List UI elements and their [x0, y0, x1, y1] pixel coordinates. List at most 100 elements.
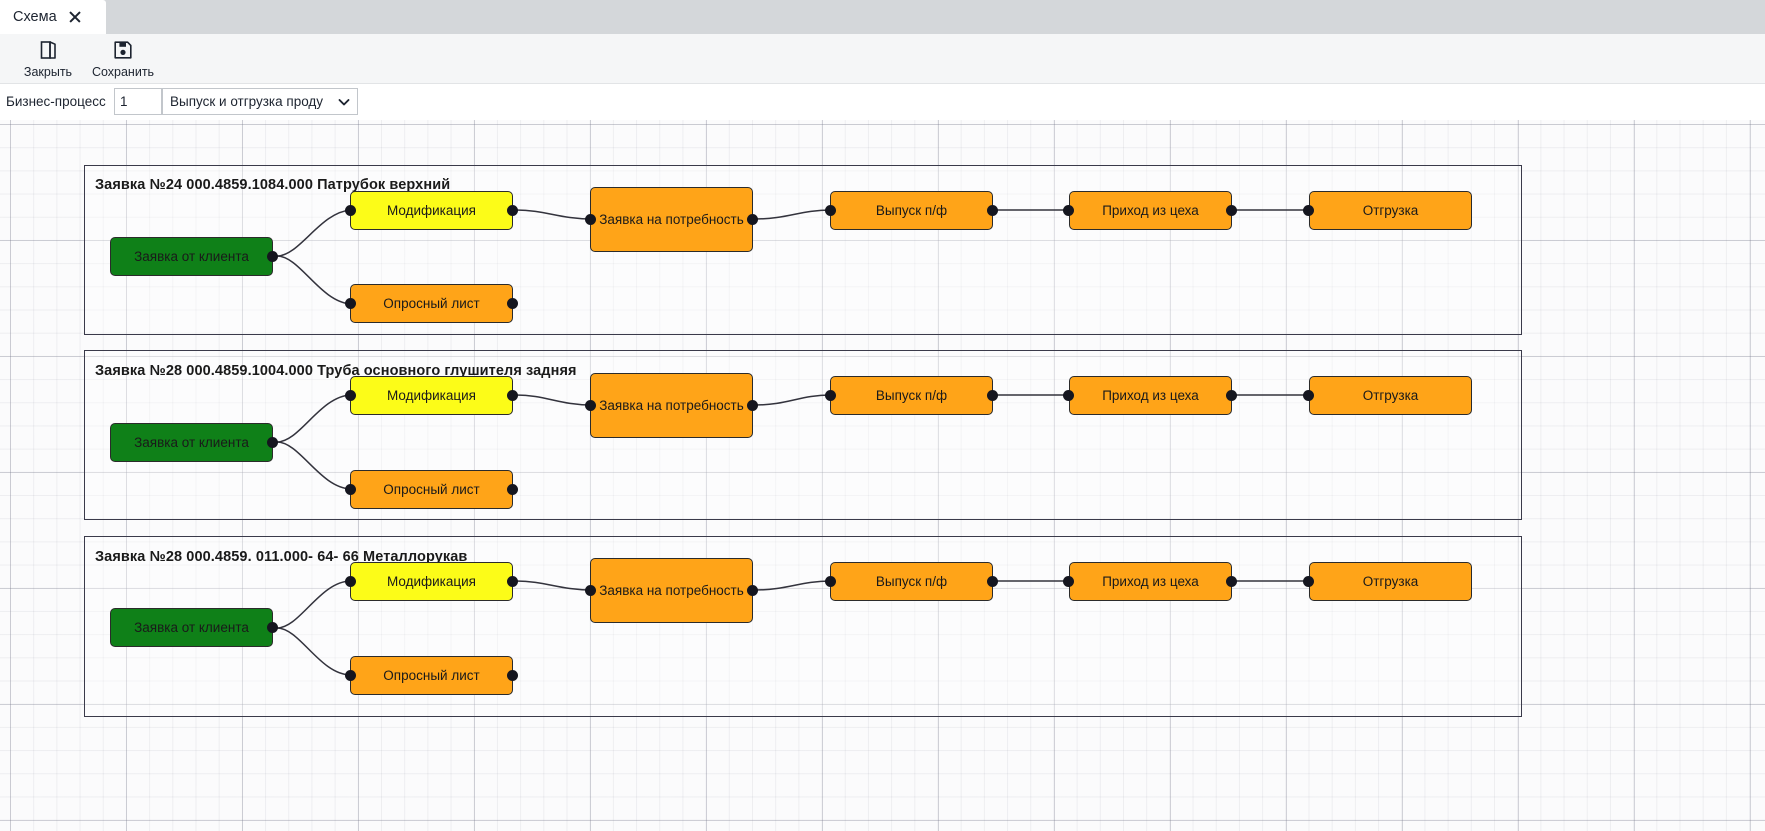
node-label: Модификация — [387, 388, 476, 403]
node-label: Выпуск п/ф — [875, 574, 948, 589]
node-label: Заявка на потребность — [599, 583, 744, 598]
node-port-left[interactable] — [1303, 390, 1314, 401]
node-label: Заявка на потребность — [599, 398, 744, 413]
node-port-right[interactable] — [507, 205, 518, 216]
node-label: Заявка от клиента — [134, 435, 249, 450]
node-port-left[interactable] — [585, 400, 596, 411]
node-label: Опросный лист — [383, 668, 480, 683]
node-otgruzka[interactable]: Отгрузка — [1309, 562, 1472, 601]
process-group[interactable] — [84, 350, 1522, 520]
close-button-label: Закрыть — [23, 65, 73, 79]
node-port-left[interactable] — [345, 390, 356, 401]
node-port-right[interactable] — [507, 670, 518, 681]
floppy-disk-save-icon — [112, 37, 134, 63]
exit-door-icon — [37, 37, 59, 63]
node-port-left[interactable] — [585, 585, 596, 596]
node-port-right[interactable] — [987, 390, 998, 401]
node-vypusk-pf[interactable]: Выпуск п/ф — [830, 376, 993, 415]
node-prihod-iz-ceha[interactable]: Приход из цеха — [1069, 376, 1232, 415]
process-group[interactable] — [84, 165, 1522, 335]
toolbar: Закрыть Сохранить 0 — [0, 34, 1765, 111]
business-process-label: Бизнес-процесс — [6, 94, 106, 109]
node-label: Выпуск п/ф — [875, 388, 948, 403]
tab-scheme[interactable]: Схема — [0, 0, 106, 34]
node-label: Выпуск п/ф — [875, 203, 948, 218]
tab-label: Схема — [13, 9, 57, 25]
node-zayavka-na-potrebnost[interactable]: Заявка на потребность — [590, 187, 753, 252]
node-port-right[interactable] — [1226, 390, 1237, 401]
node-label: Приход из цеха — [1102, 203, 1199, 218]
close-icon[interactable] — [67, 9, 83, 25]
save-button[interactable]: Сохранить — [88, 37, 158, 79]
node-port-right[interactable] — [267, 251, 278, 262]
node-port-left[interactable] — [345, 576, 356, 587]
node-prihod-iz-ceha[interactable]: Приход из цеха — [1069, 562, 1232, 601]
node-port-left[interactable] — [1303, 576, 1314, 587]
node-port-left[interactable] — [345, 298, 356, 309]
node-port-left[interactable] — [345, 484, 356, 495]
node-port-right[interactable] — [507, 298, 518, 309]
node-port-right[interactable] — [987, 205, 998, 216]
node-port-right[interactable] — [1226, 576, 1237, 587]
node-zayavka-ot-klienta[interactable]: Заявка от клиента — [110, 423, 273, 462]
tab-bar: Схема — [0, 0, 1765, 34]
node-port-left[interactable] — [1063, 576, 1074, 587]
node-zayavka-na-potrebnost[interactable]: Заявка на потребность — [590, 373, 753, 438]
node-otgruzka[interactable]: Отгрузка — [1309, 191, 1472, 230]
chevron-down-icon[interactable] — [331, 95, 357, 109]
node-label: Приход из цеха — [1102, 574, 1199, 589]
node-port-left[interactable] — [825, 390, 836, 401]
node-oprosnyy-list[interactable]: Опросный лист — [350, 284, 513, 323]
node-otgruzka[interactable]: Отгрузка — [1309, 376, 1472, 415]
node-modifikaciya[interactable]: Модификация — [350, 376, 513, 415]
node-port-right[interactable] — [987, 576, 998, 587]
node-label: Модификация — [387, 574, 476, 589]
node-port-left[interactable] — [825, 205, 836, 216]
connector-edges — [276, 209, 1308, 676]
node-port-right[interactable] — [267, 437, 278, 448]
node-label: Приход из цеха — [1102, 388, 1199, 403]
node-label: Отгрузка — [1362, 388, 1419, 403]
node-port-left[interactable] — [585, 214, 596, 225]
node-port-right[interactable] — [267, 622, 278, 633]
node-label: Заявка на потребность — [599, 212, 744, 227]
node-label: Модификация — [387, 203, 476, 218]
node-port-right[interactable] — [747, 214, 758, 225]
business-process-select[interactable]: Выпуск и отгрузка проду — [162, 88, 358, 115]
process-group[interactable] — [84, 536, 1522, 717]
node-modifikaciya[interactable]: Модификация — [350, 191, 513, 230]
node-label: Отгрузка — [1362, 203, 1419, 218]
node-port-left[interactable] — [1063, 205, 1074, 216]
node-vypusk-pf[interactable]: Выпуск п/ф — [830, 191, 993, 230]
node-zayavka-ot-klienta[interactable]: Заявка от клиента — [110, 608, 273, 647]
save-button-label: Сохранить — [91, 65, 155, 79]
node-port-left[interactable] — [825, 576, 836, 587]
node-port-left[interactable] — [1063, 390, 1074, 401]
process-group-title: Заявка №28 000.4859.1004.000 Труба основ… — [95, 363, 577, 379]
node-zayavka-ot-klienta[interactable]: Заявка от клиента — [110, 237, 273, 276]
node-port-left[interactable] — [345, 670, 356, 681]
node-zayavka-na-potrebnost[interactable]: Заявка на потребность — [590, 558, 753, 623]
node-prihod-iz-ceha[interactable]: Приход из цеха — [1069, 191, 1232, 230]
process-group-title: Заявка №24 000.4859.1084.000 Патрубок ве… — [95, 177, 451, 193]
node-modifikaciya[interactable]: Модификация — [350, 562, 513, 601]
node-port-right[interactable] — [1226, 205, 1237, 216]
node-vypusk-pf[interactable]: Выпуск п/ф — [830, 562, 993, 601]
node-label: Заявка от клиента — [134, 249, 249, 264]
node-port-right[interactable] — [507, 390, 518, 401]
node-label: Заявка от клиента — [134, 620, 249, 635]
business-process-number-input[interactable] — [114, 88, 162, 115]
node-label: Отгрузка — [1362, 574, 1419, 589]
node-port-left[interactable] — [345, 205, 356, 216]
node-port-right[interactable] — [747, 585, 758, 596]
node-label: Опросный лист — [383, 296, 480, 311]
node-port-right[interactable] — [747, 400, 758, 411]
diagram-canvas[interactable]: Заявка №24 000.4859.1084.000 Патрубок ве… — [0, 120, 1765, 831]
node-oprosnyy-list[interactable]: Опросный лист — [350, 656, 513, 695]
node-oprosnyy-list[interactable]: Опросный лист — [350, 470, 513, 509]
close-button[interactable]: Закрыть — [13, 37, 83, 79]
node-port-right[interactable] — [507, 484, 518, 495]
node-port-right[interactable] — [507, 576, 518, 587]
node-port-left[interactable] — [1303, 205, 1314, 216]
